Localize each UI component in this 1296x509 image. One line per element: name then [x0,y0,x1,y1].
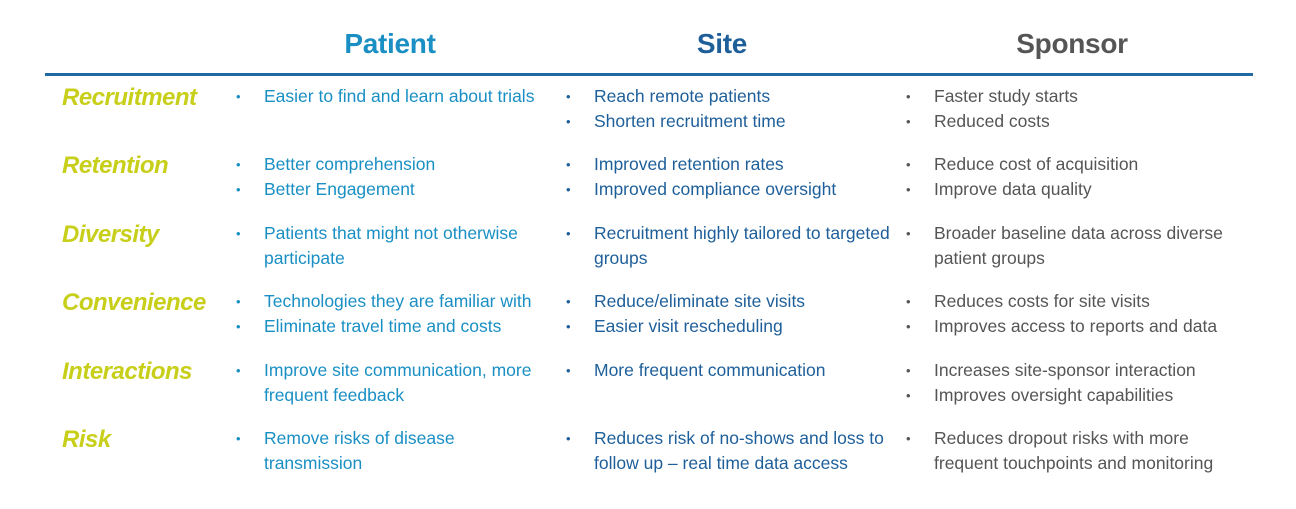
list-item-continuation: frequent feedback [264,385,405,405]
list-item: Easier to find and learn about trials [236,84,566,109]
list-item: Broader baseline data across diverse [906,221,1256,246]
site-cell: Reduces risk of no-shows and loss to fol… [566,426,906,476]
list-item: Improves oversight capabilities [906,383,1256,408]
list-item: Remove risks of disease [236,426,566,451]
sponsor-cell: Broader baseline data across diverse pat… [906,221,1256,271]
list-item: More frequent communication [566,358,906,383]
header-patient: Patient [344,28,436,59]
list-item: Reduces risk of no-shows and loss to [566,426,906,451]
site-cell: Reach remote patients Shorten recruitmen… [566,84,906,134]
list-item-continuation: patient groups [934,248,1045,268]
header-divider [45,73,1253,76]
sponsor-cell: Faster study starts Reduced costs [906,84,1256,134]
category-label: Diversity [62,221,159,248]
patient-cell: Technologies they are familiar with Elim… [236,289,566,339]
site-cell: Recruitment highly tailored to targeted … [566,221,906,271]
list-item-continuation: participate [264,248,345,268]
list-item: Reduces costs for site visits [906,289,1256,314]
patient-cell: Remove risks of disease transmission [236,426,566,476]
list-item: Improves access to reports and data [906,314,1256,339]
patient-cell: Better comprehension Better Engagement [236,152,566,202]
list-item: Faster study starts [906,84,1256,109]
site-cell: More frequent communication [566,358,906,383]
patient-cell: Easier to find and learn about trials [236,84,566,109]
list-item-continuation: frequent touchpoints and monitoring [934,453,1214,473]
list-item: Improve site communication, more [236,358,566,383]
list-item-continuation: groups [594,248,648,268]
list-item: Reduces dropout risks with more [906,426,1256,451]
category-label: Recruitment [62,84,197,111]
list-item: Shorten recruitment time [566,109,906,134]
list-item: Improved retention rates [566,152,906,177]
list-item: Reach remote patients [566,84,906,109]
category-label: Convenience [62,289,206,316]
list-item: Eliminate travel time and costs [236,314,566,339]
header-sponsor: Sponsor [1016,28,1128,59]
list-item: Patients that might not otherwise [236,221,566,246]
list-item: Better Engagement [236,177,566,202]
list-item: Reduce cost of acquisition [906,152,1256,177]
patient-cell: Improve site communication, more frequen… [236,358,566,408]
patient-cell: Patients that might not otherwise partic… [236,221,566,271]
category-label: Retention [62,152,169,179]
list-item-continuation: transmission [264,453,363,473]
sponsor-cell: Reduces costs for site visits Improves a… [906,289,1256,339]
list-item: Improved compliance oversight [566,177,906,202]
header-site: Site [696,28,748,59]
site-cell: Reduce/eliminate site visits Easier visi… [566,289,906,339]
list-item: Technologies they are familiar with [236,289,566,314]
list-item: Increases site-sponsor interaction [906,358,1256,383]
category-label: Interactions [62,358,193,385]
sponsor-cell: Increases site-sponsor interaction Impro… [906,358,1256,408]
list-item: Reduce/eliminate site visits [566,289,906,314]
list-item: Reduced costs [906,109,1256,134]
site-cell: Improved retention rates Improved compli… [566,152,906,202]
sponsor-cell: Reduces dropout risks with more frequent… [906,426,1256,476]
list-item: Improve data quality [906,177,1256,202]
sponsor-cell: Reduce cost of acquisition Improve data … [906,152,1256,202]
list-item: Easier visit rescheduling [566,314,906,339]
list-item: Better comprehension [236,152,566,177]
list-item-continuation: follow up – real time data access [594,453,848,473]
list-item: Recruitment highly tailored to targeted [566,221,906,246]
category-label: Risk [62,426,111,453]
